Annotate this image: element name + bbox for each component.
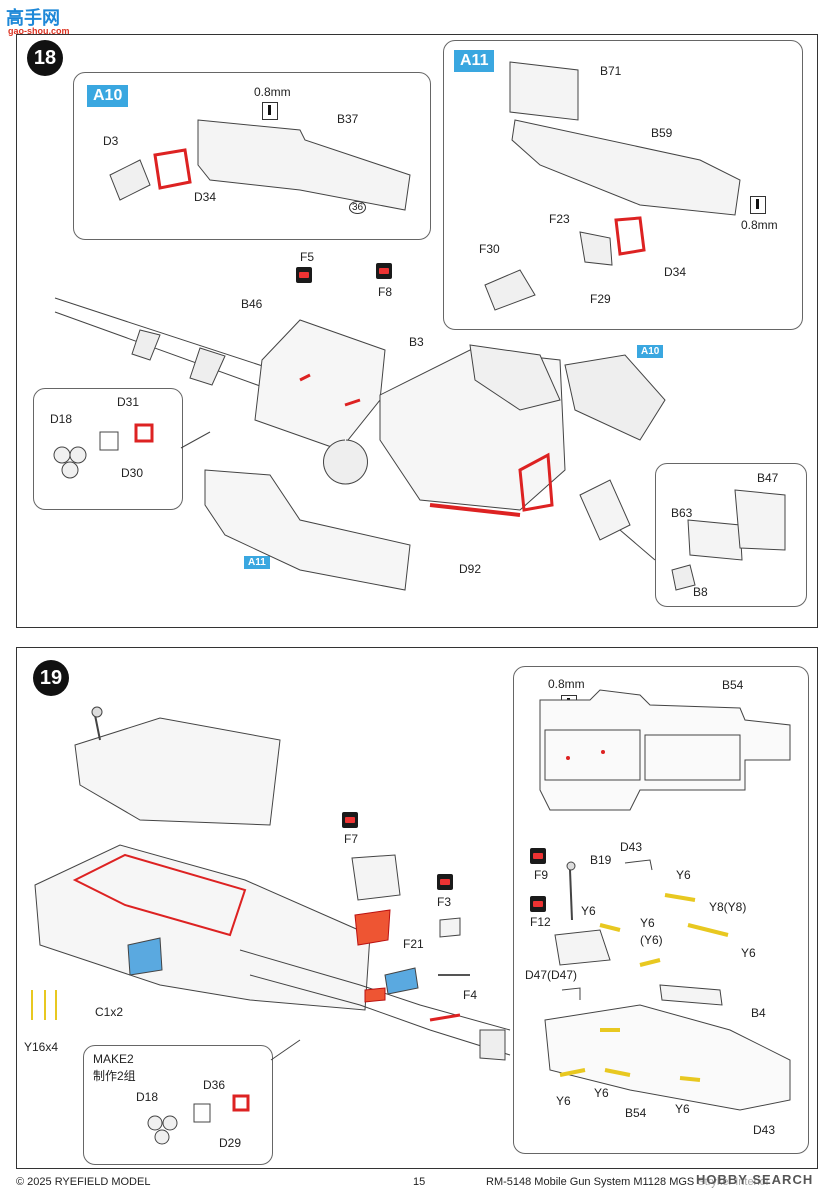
glue-icon [342,812,358,828]
part-label-F8: F8 [378,285,393,299]
make2-label-cn: 制作2组 [93,1069,136,1083]
glue-icon [296,267,312,283]
part-label-D3: D3 [103,134,119,148]
part-label-Y6: Y6 [741,946,756,960]
part-label-C1x2: C1x2 [95,1005,124,1019]
part-label-D92: D92 [459,562,482,576]
part-label-B59: B59 [651,126,673,140]
part-label-F5: F5 [300,250,315,264]
part-label-Y6: Y6 [556,1094,571,1108]
part-label-B37: B37 [337,112,359,126]
part-label-F29: F29 [590,292,611,306]
footer-page-number: 15 [413,1176,426,1188]
part-label-Y8: Y8(Y8) [709,900,747,914]
glue-icon [530,896,546,912]
drill-icon [750,196,766,214]
step-18-number: 18 [27,40,63,76]
part-label-D34: D34 [664,265,687,279]
part-label-F23: F23 [549,212,570,226]
part-label-36: 36 [349,201,367,214]
a10-tag: A10 [87,85,129,107]
drill-icon [262,102,278,120]
part-label-Y6-paren: (Y6) [640,933,663,947]
part-label-D18: D18 [136,1090,159,1104]
part-label-F12: F12 [530,915,551,929]
part-label-F30: F30 [479,242,500,256]
a11-callout-tag: A11 [244,556,270,569]
part-label-B46: B46 [241,297,263,311]
part-label-D43: D43 [753,1123,776,1137]
part-label-Y6: Y6 [581,904,596,918]
part-label-D36: D36 [203,1078,226,1092]
part-label-F21: F21 [403,937,424,951]
part-label-B71: B71 [600,64,622,78]
part-label-B47: B47 [757,471,779,485]
part-label-Y6: Y6 [675,1102,690,1116]
b54-drill-label: 0.8mm [548,677,585,691]
glue-icon [437,874,453,890]
part-label-D18: D18 [50,412,73,426]
footer-copyright: © 2025 RYEFIELD MODEL [16,1176,151,1188]
part-label-B54: B54 [722,678,744,692]
part-label-F4: F4 [463,988,478,1002]
part-label-D30: D30 [121,466,144,480]
step-19-number: 19 [33,660,69,696]
part-label-D47: D47(D47) [525,968,578,982]
glue-icon [530,848,546,864]
glue-icon [376,263,392,279]
part-label-Y6: Y6 [676,868,691,882]
part-label-Y6: Y6 [640,916,655,930]
part-label-D43: D43 [620,840,643,854]
a11-drill-label: 0.8mm [741,218,778,232]
part-label-B63: B63 [671,506,693,520]
a10-drill-label: 0.8mm [254,85,291,99]
part-label-F9: F9 [534,868,549,882]
part-label-B8: B8 [693,585,708,599]
watermark-hobby-search: HOBBY SEARCH [696,1172,814,1187]
part-label-F7: F7 [344,832,359,846]
part-label-B4: B4 [751,1006,766,1020]
part-label-B54: B54 [625,1106,647,1120]
part-label-D29: D29 [219,1136,242,1150]
make2-label: MAKE2 [93,1052,134,1066]
part-label-Y6: Y6 [594,1086,609,1100]
watermark-logo: 高手网 [6,8,60,28]
part-label-D31: D31 [117,395,140,409]
part-label-Y16x4: Y16x4 [24,1040,59,1054]
part-label-B19: B19 [590,853,612,867]
part-label-B3: B3 [409,335,424,349]
part-label-F3: F3 [437,895,452,909]
a11-tag: A11 [454,50,495,72]
part-label-D34: D34 [194,190,217,204]
watermark-url: gao-shou.com [8,26,70,36]
a10-callout-tag: A10 [637,345,664,358]
